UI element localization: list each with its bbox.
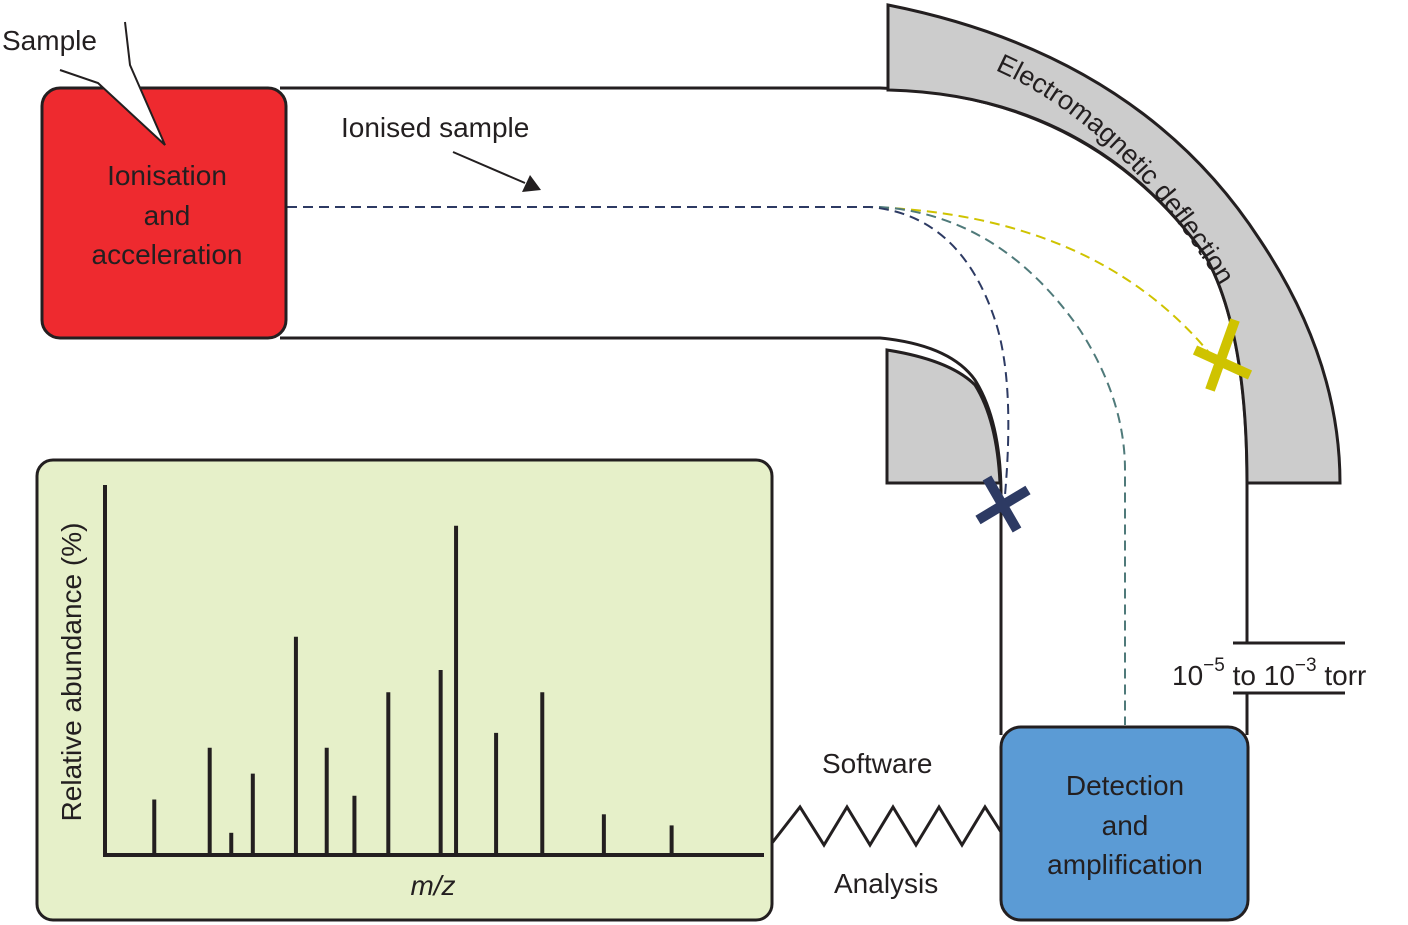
ionised-sample-arrow-icon — [452, 151, 541, 192]
ionisation-line-2: and — [144, 200, 191, 231]
mass-spectrum-chart: Relative abundance (%) m/z — [56, 485, 764, 901]
y-axis-label: Relative abundance (%) — [56, 523, 87, 822]
inner-magnet — [885, 348, 1002, 485]
software-label: Software — [822, 748, 933, 779]
ion-path-yellow — [287, 206, 1216, 361]
analysis-label: Analysis — [834, 868, 938, 899]
ionised-sample-label: Ionised sample — [341, 112, 529, 143]
ionisation-line-1: Ionisation — [107, 160, 227, 191]
spectrum-panel — [35, 458, 774, 922]
detection-box — [999, 725, 1250, 922]
x-axis-label: m/z — [410, 870, 455, 901]
pressure-label: 10−5 to 10−3 torr — [1172, 655, 1366, 691]
sample-callout — [59, 21, 166, 146]
yellow-impact-x-icon — [1192, 318, 1253, 392]
ion-path-teal — [287, 206, 1126, 725]
outer-magnet — [886, 3, 1342, 485]
sample-label: Sample — [2, 25, 97, 56]
detection-line-3: amplification — [1047, 849, 1203, 880]
ionisation-box — [40, 86, 288, 340]
detection-line-2: and — [1102, 810, 1149, 841]
ion-paths — [287, 206, 1216, 725]
pressure-indicator: 10−5 to 10−3 torr — [1165, 641, 1408, 695]
software-connector-zigzag — [770, 804, 1003, 848]
navy-impact-x-icon — [975, 475, 1031, 533]
ion-path-navy — [287, 206, 1010, 496]
ionisation-line-3: acceleration — [92, 239, 243, 270]
detection-line-1: Detection — [1066, 770, 1184, 801]
